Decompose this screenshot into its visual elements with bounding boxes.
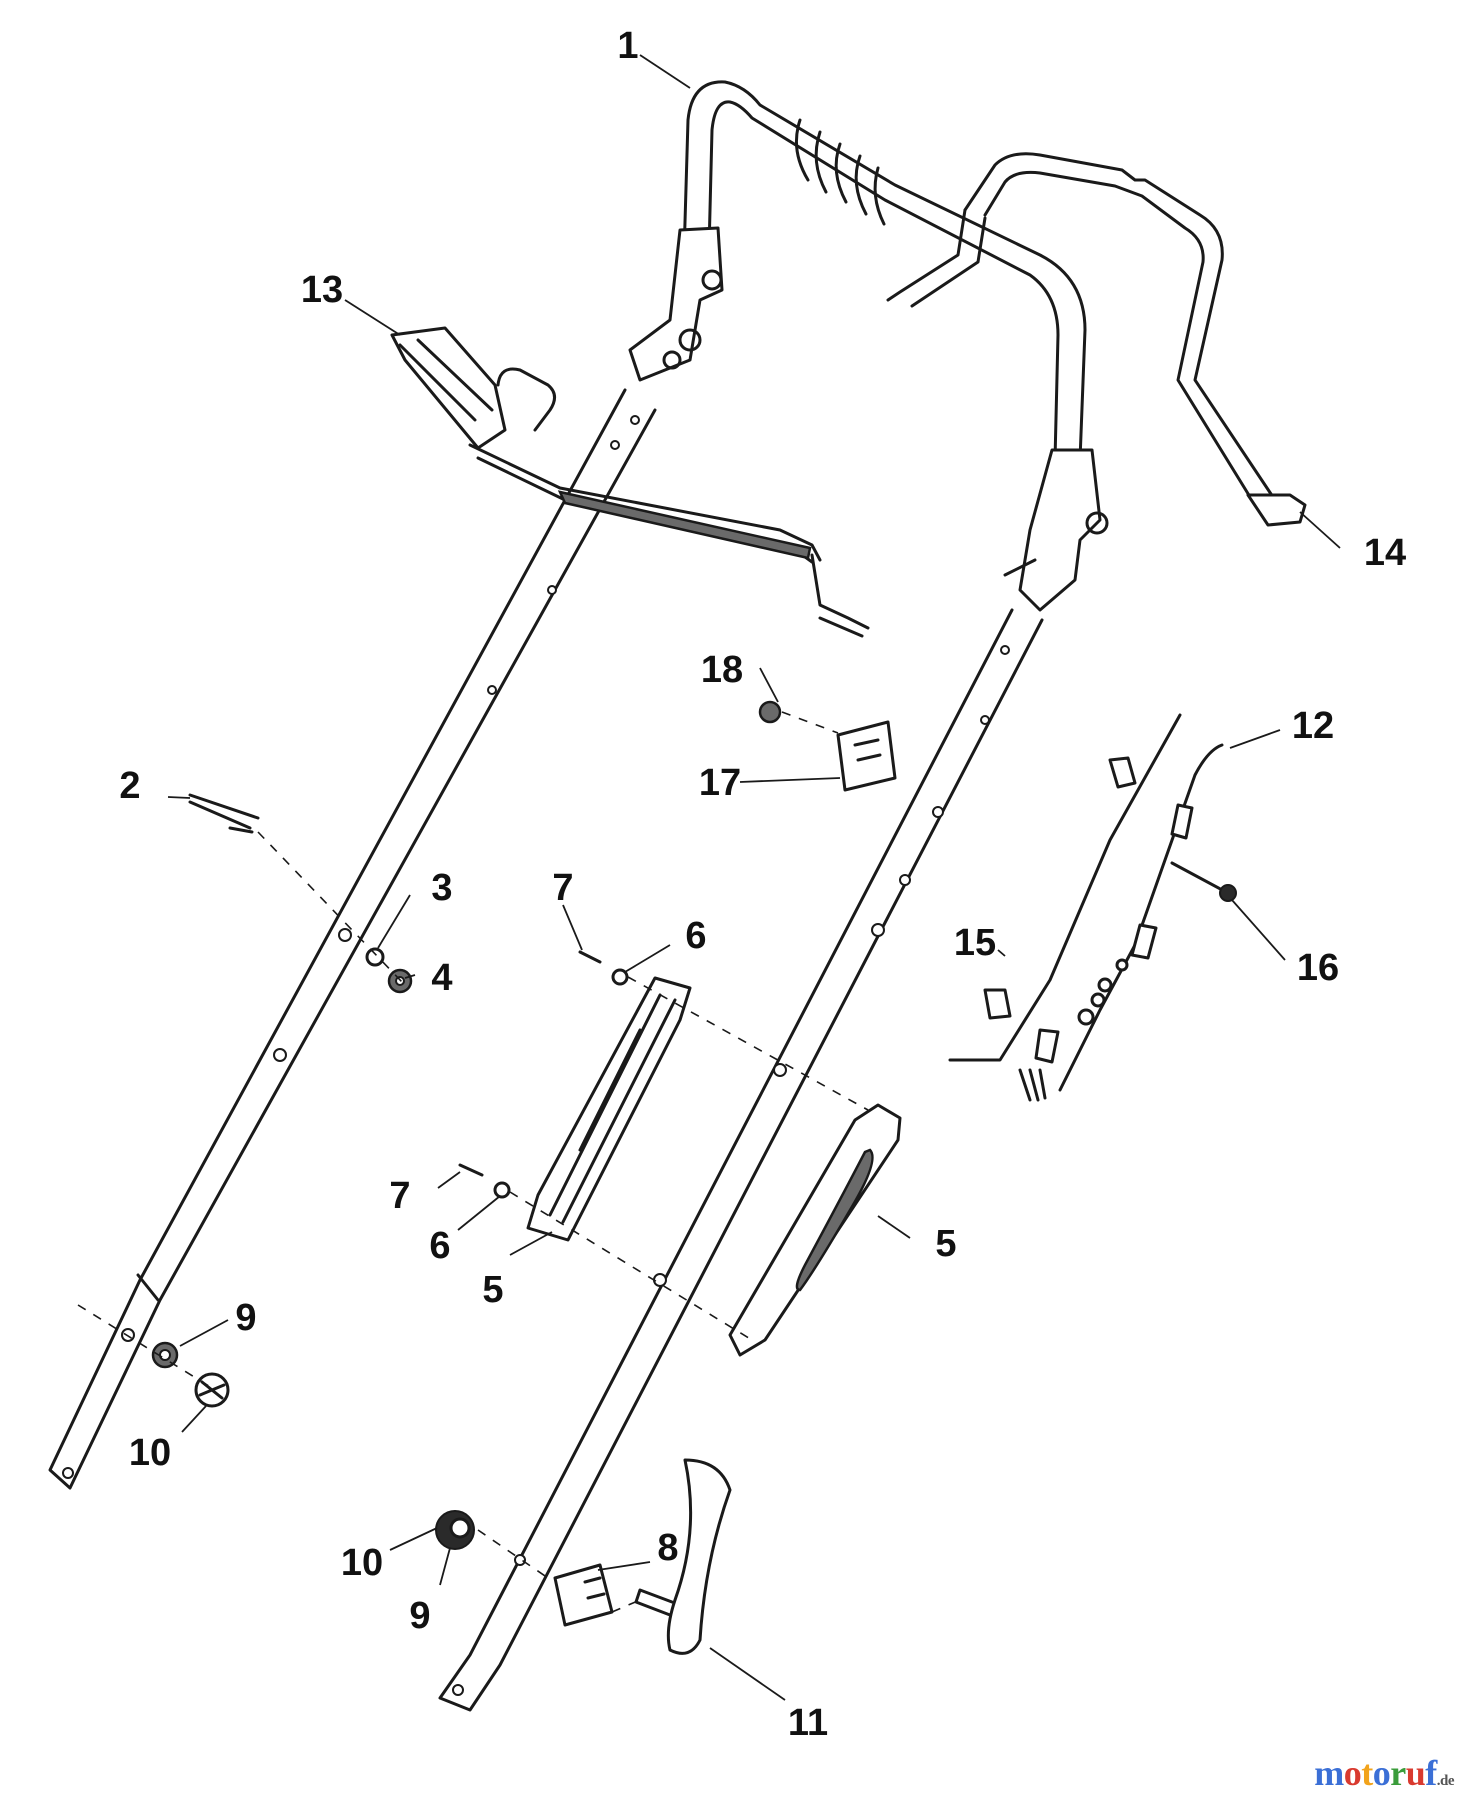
screw-7-upper xyxy=(578,950,602,964)
washer-3 xyxy=(365,947,385,967)
cable-guide-5-left xyxy=(526,976,692,1242)
block-8 xyxy=(553,1563,614,1627)
control-lever-13 xyxy=(390,326,870,638)
callout-5-right: 5 xyxy=(935,1223,956,1265)
watermark-letter: t xyxy=(1361,1753,1373,1793)
upper-handle-bar xyxy=(628,80,1109,612)
watermark-letter: m xyxy=(1314,1753,1344,1793)
callout-10-lower: 10 xyxy=(341,1542,383,1584)
callout-6-upper: 6 xyxy=(685,915,706,957)
assembly-line-18-17 xyxy=(781,711,839,734)
callout-7-upper: 7 xyxy=(552,867,573,909)
callout-2: 2 xyxy=(119,765,140,807)
callout-16: 16 xyxy=(1297,947,1339,989)
bail-handle-14 xyxy=(886,152,1307,527)
callout-9-upper: 9 xyxy=(235,1297,256,1339)
callout-5-center: 5 xyxy=(482,1269,503,1311)
small-rings-15 xyxy=(1077,958,1129,1026)
watermark-letter: o xyxy=(1343,1753,1362,1793)
callout-labels: 1 2 3 4 5 5 6 6 7 7 8 9 9 10 10 11 12 13… xyxy=(119,25,1406,1744)
callout-12: 12 xyxy=(1292,705,1334,747)
motoruf-watermark-logo: motoruf.de xyxy=(1314,1753,1454,1793)
cable-12 xyxy=(1018,743,1224,1102)
assembly-line-9-10 xyxy=(77,1304,213,1389)
watermark-letter: f xyxy=(1425,1753,1437,1793)
cable-15 xyxy=(948,713,1182,1062)
callout-3: 3 xyxy=(431,867,452,909)
screw-7-lower xyxy=(458,1163,484,1177)
knob-10-left xyxy=(194,1372,230,1408)
pin-2 xyxy=(188,793,260,834)
right-lower-tube xyxy=(438,608,1044,1712)
callout-18: 18 xyxy=(701,649,743,691)
block-17 xyxy=(836,720,897,792)
watermark-letter: o xyxy=(1372,1753,1391,1793)
callout-1: 1 xyxy=(617,25,638,67)
callout-13: 13 xyxy=(301,269,343,311)
assembly-line-guide-lower xyxy=(509,1191,753,1341)
watermark-letter: u xyxy=(1405,1753,1426,1793)
bolt-16 xyxy=(1170,861,1237,902)
cable-guide-5-right xyxy=(728,1103,902,1357)
callout-10-upper: 10 xyxy=(129,1432,171,1474)
knob-10-right xyxy=(435,1510,475,1550)
leader-lines xyxy=(167,54,1341,1701)
callout-8: 8 xyxy=(657,1527,678,1569)
lever-11 xyxy=(634,1458,732,1655)
washer-6-lower xyxy=(493,1181,511,1199)
assembly-line-8-11 xyxy=(477,1529,641,1613)
callout-11: 11 xyxy=(788,1702,828,1744)
left-lower-tube xyxy=(48,388,657,1490)
washer-6-upper xyxy=(611,968,629,986)
callout-14: 14 xyxy=(1364,532,1406,574)
callout-17: 17 xyxy=(699,762,741,804)
nut-18 xyxy=(758,700,782,724)
callout-4: 4 xyxy=(431,957,452,999)
watermark-letter: r xyxy=(1390,1753,1406,1793)
callout-7-lower: 7 xyxy=(389,1175,410,1217)
callout-6-lower: 6 xyxy=(429,1225,450,1267)
callout-9-lower: 9 xyxy=(409,1595,430,1637)
callout-15: 15 xyxy=(954,922,996,964)
